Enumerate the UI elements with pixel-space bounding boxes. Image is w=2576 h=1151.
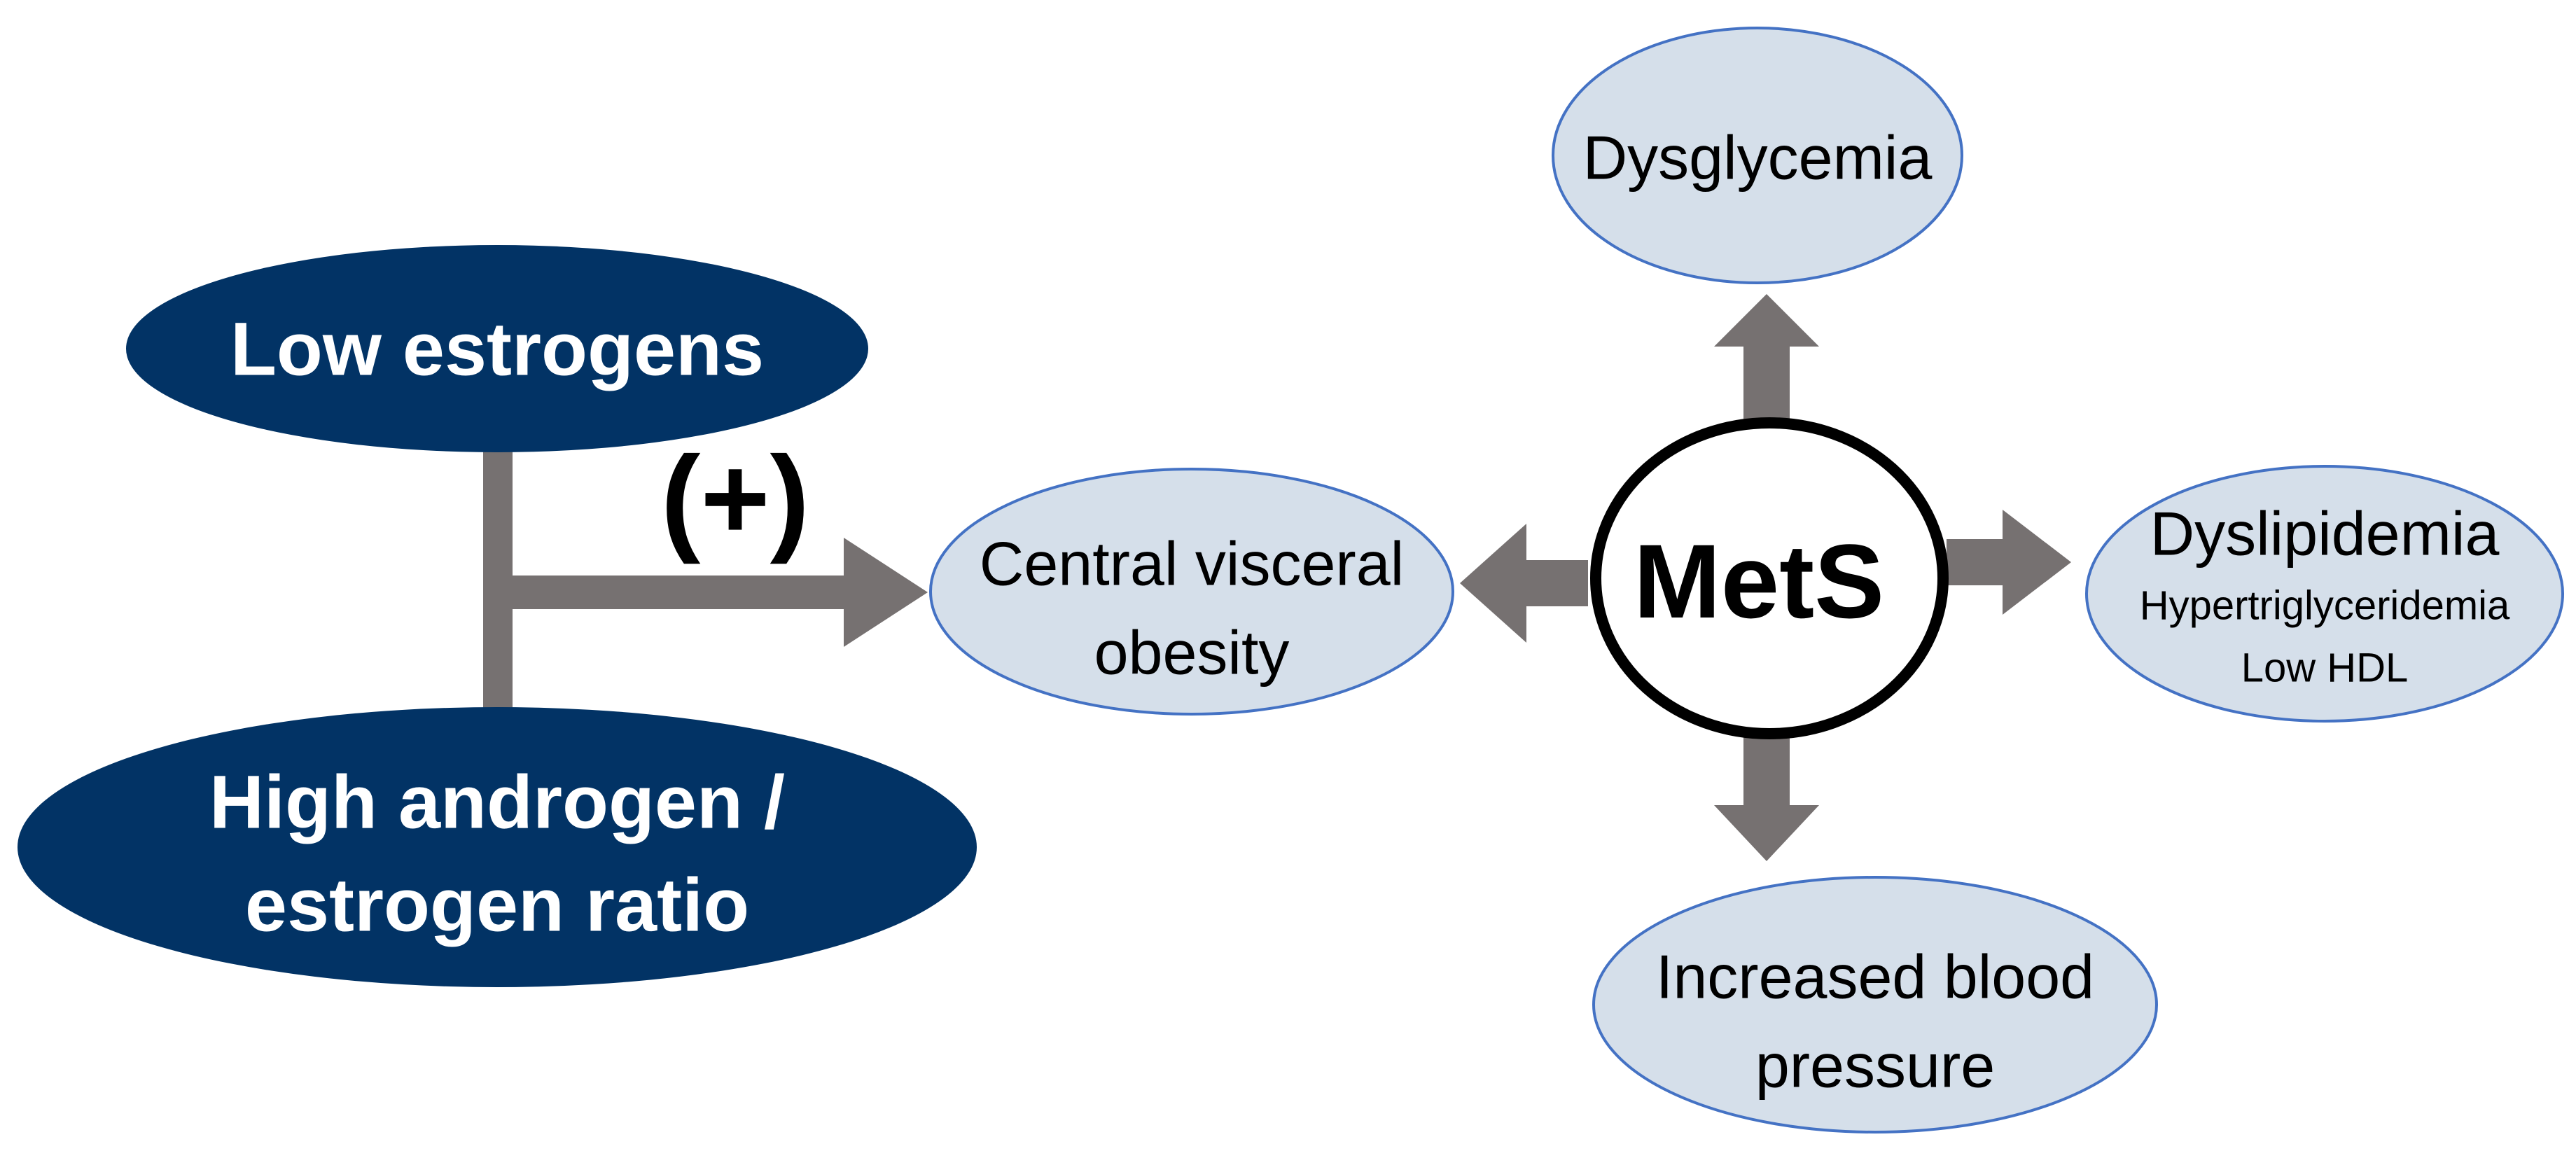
mets-label: MetS — [1634, 522, 1884, 640]
arrow-to-obesity — [512, 538, 928, 647]
arrow-to-dysglycemia — [1714, 294, 1819, 420]
dyslipidemia-sub-low-hdl: Low HDL — [2241, 646, 2409, 691]
dyslipidemia-node — [2085, 465, 2564, 723]
increased-blood-pressure-label-line2: pressure — [1755, 1031, 1995, 1101]
dyslipidemia-sub-hypertriglyceridemia: Hypertriglyceridemia — [2140, 583, 2510, 629]
central-visceral-obesity-label-line1: Central visceral — [980, 529, 1404, 599]
low-estrogens-label: Low estrogens — [230, 307, 764, 391]
low-estrogens-node — [126, 245, 868, 452]
dysglycemia-node — [1552, 27, 1963, 284]
dyslipidemia-label: Dyslipidemia — [2150, 499, 2500, 568]
arrow-to-blood-pressure — [1714, 737, 1819, 861]
vertical-connector-bar — [483, 438, 513, 721]
dysglycemia-label: Dysglycemia — [1583, 123, 1933, 193]
high-androgen-ratio-node — [18, 707, 977, 987]
high-androgen-ratio-label-line1: High androgen / — [209, 760, 785, 844]
central-visceral-obesity-node — [929, 468, 1454, 716]
arrow-to-dyslipidemia — [1947, 510, 2071, 615]
high-androgen-ratio-label-line2: estrogen ratio — [245, 863, 749, 947]
arrow-to-obesity-from-mets — [1460, 524, 1588, 643]
increased-blood-pressure-node — [1592, 876, 2158, 1133]
increased-blood-pressure-label-line1: Increased blood — [1656, 942, 2094, 1012]
positive-effect-sign: (+) — [661, 432, 810, 565]
central-visceral-obesity-label-line2: obesity — [1094, 618, 1290, 688]
mets-node — [1590, 417, 1949, 739]
